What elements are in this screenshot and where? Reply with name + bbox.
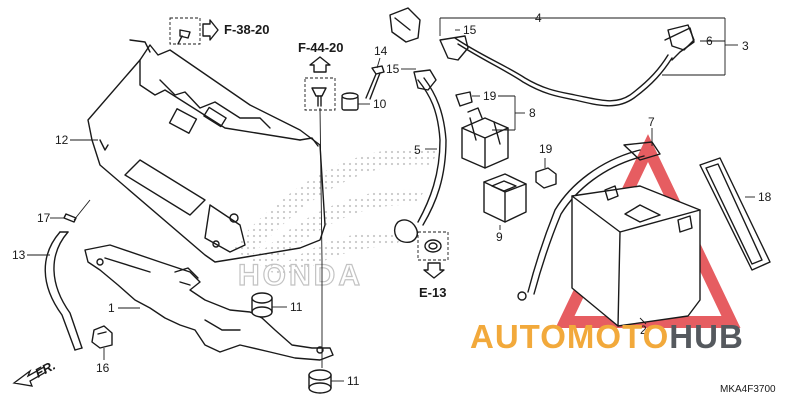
drawing-code: MKA4F3700 [720, 384, 776, 395]
callout-13: 13 [12, 248, 26, 262]
callout-8: 8 [529, 106, 536, 120]
positive-cable [439, 27, 695, 107]
battery-box [87, 39, 326, 263]
f38-ref-box [169, 17, 201, 45]
honda-wing-logo: HONDA [230, 148, 440, 293]
callout-5: 5 [414, 143, 421, 157]
rubber-mount-upper [251, 292, 273, 318]
e13-arrow-icon [423, 262, 445, 279]
honda-logo-text: HONDA [238, 259, 363, 292]
callout-15-left: 15 [386, 62, 400, 76]
leader-lines [27, 17, 755, 382]
e13-ref-box [417, 231, 449, 261]
callout-11-upper: 11 [290, 300, 303, 314]
site-watermark-part-3: HUB [669, 318, 744, 355]
callout-11-lower: 11 [347, 374, 360, 388]
callout-10: 10 [373, 97, 387, 111]
ref-f38-20: F-38-20 [224, 22, 270, 37]
front-arrow-icon [12, 366, 47, 387]
lower-bracket [84, 244, 334, 361]
screw-f38 [177, 29, 191, 45]
callout-16: 16 [96, 361, 110, 375]
site-watermark-part-2: MOTO [567, 318, 669, 355]
tube-clip [63, 213, 77, 223]
callout-12: 12 [55, 133, 69, 147]
f38-arrow-icon [202, 19, 219, 41]
battery-strap [699, 157, 771, 271]
callout-3: 3 [742, 39, 749, 53]
drain-tube [44, 231, 83, 351]
callout-6: 6 [706, 34, 713, 48]
grommet [424, 239, 442, 253]
small-connector [535, 167, 557, 189]
f44-ref-box [304, 77, 336, 111]
front-direction-marker: FR. [12, 358, 58, 387]
ref-f44-20: F-44-20 [298, 40, 344, 55]
callout-1: 1 [108, 301, 115, 315]
screw-f44 [311, 87, 327, 107]
callout-19-lower: 19 [539, 142, 553, 156]
f44-arrow-icon [309, 56, 331, 73]
collar-nut [341, 92, 359, 111]
callout-7: 7 [648, 115, 655, 129]
battery [571, 185, 701, 327]
callout-14: 14 [374, 44, 388, 58]
rubber-mount-lower [308, 369, 332, 394]
battery-cable-short [517, 141, 661, 301]
terminal-cover-right [667, 24, 695, 51]
callout-18: 18 [758, 190, 772, 204]
ref-e13: E-13 [419, 285, 446, 300]
callout-17: 17 [37, 211, 51, 225]
callout-15-right: 15 [463, 23, 477, 37]
site-watermark-part-1: AUTO [470, 318, 567, 355]
relay-box [483, 173, 527, 223]
site-watermark: AUTOMOTOHUB [470, 318, 744, 355]
callout-2: 2 [640, 323, 647, 337]
clamp [91, 325, 113, 349]
starter-relay [455, 91, 509, 169]
terminal-cover [389, 7, 421, 43]
callout-19-upper: 19 [483, 89, 497, 103]
negative-cable [393, 69, 447, 243]
assembly-pin-line [319, 107, 323, 368]
callout-4: 4 [535, 11, 542, 25]
callout-9: 9 [496, 230, 503, 244]
bolt [365, 65, 385, 100]
